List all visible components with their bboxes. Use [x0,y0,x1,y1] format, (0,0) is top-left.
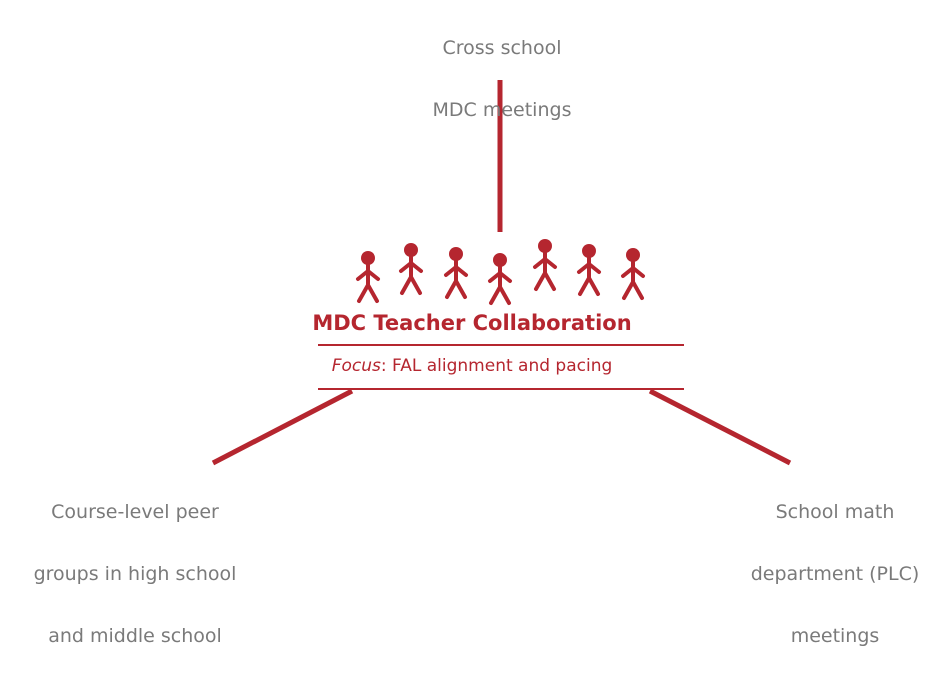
person-icon [577,244,601,296]
center-focus: Focus: FAL alignment and pacing [0,352,944,380]
left-node-line3: and middle school [48,625,222,647]
right-node-label: School math department (PLC) meetings [730,466,940,683]
top-node-line2: MDC meetings [432,99,572,121]
person-icon [533,239,557,291]
top-node-line1: Cross school [442,37,562,59]
focus-text: : FAL alignment and pacing [380,356,613,376]
focus-label: Focus [331,356,381,376]
left-node-label: Course-level peer groups in high school … [0,466,270,683]
person-icon [488,253,512,305]
left-node-line1: Course-level peer [51,501,219,523]
connector-right [648,388,792,466]
right-node-line2: department (PLC) [750,563,920,585]
right-node-line1: School math [775,501,895,523]
person-icon [621,248,645,300]
right-node-line3: meetings [790,625,880,647]
teacher-figures [356,239,645,305]
connector-left [211,388,354,466]
person-icon [444,247,468,299]
person-icon [356,251,380,303]
person-icon [399,243,423,295]
top-node-label: Cross school MDC meetings [372,2,632,157]
collaboration-diagram [211,80,792,466]
left-node-line2: groups in high school [33,563,237,585]
center-title: MDC Teacher Collaboration [312,311,632,335]
